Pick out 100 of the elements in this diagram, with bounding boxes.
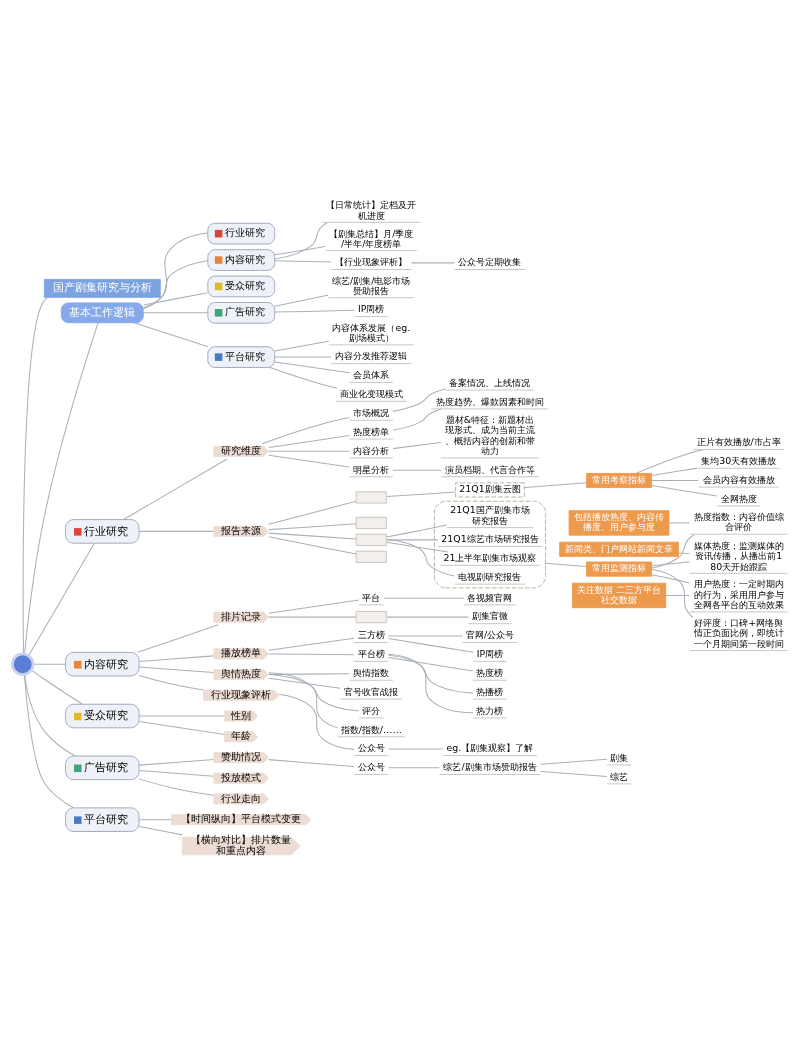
connector: [261, 417, 350, 445]
connector: [137, 624, 219, 653]
connector: [274, 260, 332, 263]
connector: [138, 530, 215, 532]
connector: [539, 758, 608, 765]
connector: [268, 759, 355, 768]
node-box: 行业研究: [65, 519, 140, 544]
connector: [387, 635, 464, 637]
node-box: 内容研究: [207, 249, 276, 271]
connector: [268, 616, 357, 618]
connector: [665, 594, 690, 596]
node-text: 【日常统计】定档及开机进度: [326, 199, 417, 221]
node-text: 商业化变现模式: [339, 388, 403, 400]
node-text: 指数/指数/……: [340, 723, 402, 735]
node-text: 【剧集总结】月/季度/半年/年度榜单: [329, 227, 414, 249]
connector: [268, 653, 355, 656]
connector: [387, 656, 474, 672]
node-box: 常用考察指标: [586, 472, 652, 489]
node-text: 正片有效播放/市占率: [696, 436, 781, 448]
connector: [268, 599, 360, 614]
connector: [651, 533, 696, 569]
node-text: 三方榜: [357, 629, 385, 641]
node-box: [355, 611, 387, 624]
node-text: 评分: [362, 704, 381, 716]
connector: [392, 408, 442, 431]
connector: [138, 826, 183, 836]
connector: [274, 361, 350, 374]
connector: [268, 677, 341, 689]
connector: [268, 523, 357, 531]
node-text: IP周榜: [476, 648, 504, 660]
connector: [386, 491, 456, 498]
connector: [385, 539, 455, 577]
connector: [651, 574, 691, 584]
connector: [138, 655, 215, 662]
connector: [269, 367, 338, 389]
connector: [138, 666, 215, 674]
node-text: 集均30天有效播放: [701, 455, 777, 467]
node-text: 媒体热度：监测媒体的资讯传播，从播出前180天开始跟踪: [693, 539, 784, 572]
connector: [545, 562, 587, 567]
connector: [274, 340, 330, 352]
connector: [274, 356, 332, 358]
node-text: 【行业现象评析】: [335, 256, 408, 268]
node-box: 包括播放热度、内容传播度、用户参与度: [568, 510, 670, 536]
node-box: [355, 550, 387, 563]
node-box: 内容研究: [65, 651, 140, 677]
connector: [268, 672, 339, 729]
connector: [635, 448, 705, 474]
node-box: 平台研究: [65, 807, 140, 832]
node-text: 电视剧研究报告: [458, 570, 522, 582]
connector: [386, 539, 439, 541]
connector: [386, 616, 469, 618]
connector: [268, 435, 350, 448]
connector: [142, 260, 209, 309]
connector: [24, 674, 76, 757]
node-text: 21Q1综艺市场研究报告: [441, 533, 539, 545]
node-text: 21Q1国产剧集市场研究报告: [450, 504, 530, 526]
connector: [274, 294, 329, 307]
connector: [32, 663, 66, 665]
node-text: 内容分发推荐逻辑: [335, 350, 408, 362]
node-box: 国产剧集研究与分析: [43, 278, 161, 298]
connector: [143, 292, 209, 306]
node-box: [355, 491, 387, 504]
node-text: IP周榜: [358, 303, 385, 315]
node-text: 平台榜: [357, 648, 385, 660]
node-text: 题材&特征：新题材出现形式、成为当前主流、概括内容的创新和带动力: [444, 414, 535, 457]
connector: [268, 532, 357, 540]
node-text: 用户热度：一定时期内的行为，采用用户参与全网各平台的互动效果: [693, 578, 784, 611]
connector: [268, 536, 357, 555]
connector: [388, 654, 474, 694]
node-box: 受众研究: [207, 275, 276, 298]
connector: [386, 524, 448, 538]
node-text: 舆情指数: [353, 667, 390, 678]
connector: [268, 637, 355, 651]
node-box: 新闻类、门户网站新闻文章: [559, 541, 679, 557]
node-text: 热度榜单: [353, 425, 390, 437]
node-text: 综艺/剧集市场赞助报告: [443, 761, 537, 773]
node-box: 平台研究: [207, 346, 276, 368]
node-text: 公众号: [357, 742, 385, 754]
connector: [133, 322, 209, 348]
connector: [392, 469, 442, 471]
node-text: 内容体系发展（eg.剧场模式）: [332, 321, 411, 344]
node-text: 平台: [362, 591, 381, 603]
connector: [23, 674, 75, 809]
connector: [392, 388, 447, 412]
connector: [138, 675, 204, 691]
node-text: 热度榜: [476, 667, 504, 678]
node-text: 演员档期、代言合作等: [444, 463, 535, 475]
connector: [274, 309, 355, 313]
node-text: 热播榜: [476, 685, 504, 697]
connector: [138, 770, 215, 777]
node-text: 备案情况、上线情况: [449, 376, 531, 388]
node-box: [355, 516, 387, 530]
connector: [268, 673, 360, 712]
node-text: 明星分析: [353, 463, 390, 475]
node-text: 各视频官网: [467, 591, 513, 603]
connector: [138, 778, 215, 796]
connector: [138, 819, 172, 821]
connector: [142, 232, 209, 310]
connector: [274, 222, 328, 260]
node-text: 会员内容有效播放: [702, 473, 775, 485]
